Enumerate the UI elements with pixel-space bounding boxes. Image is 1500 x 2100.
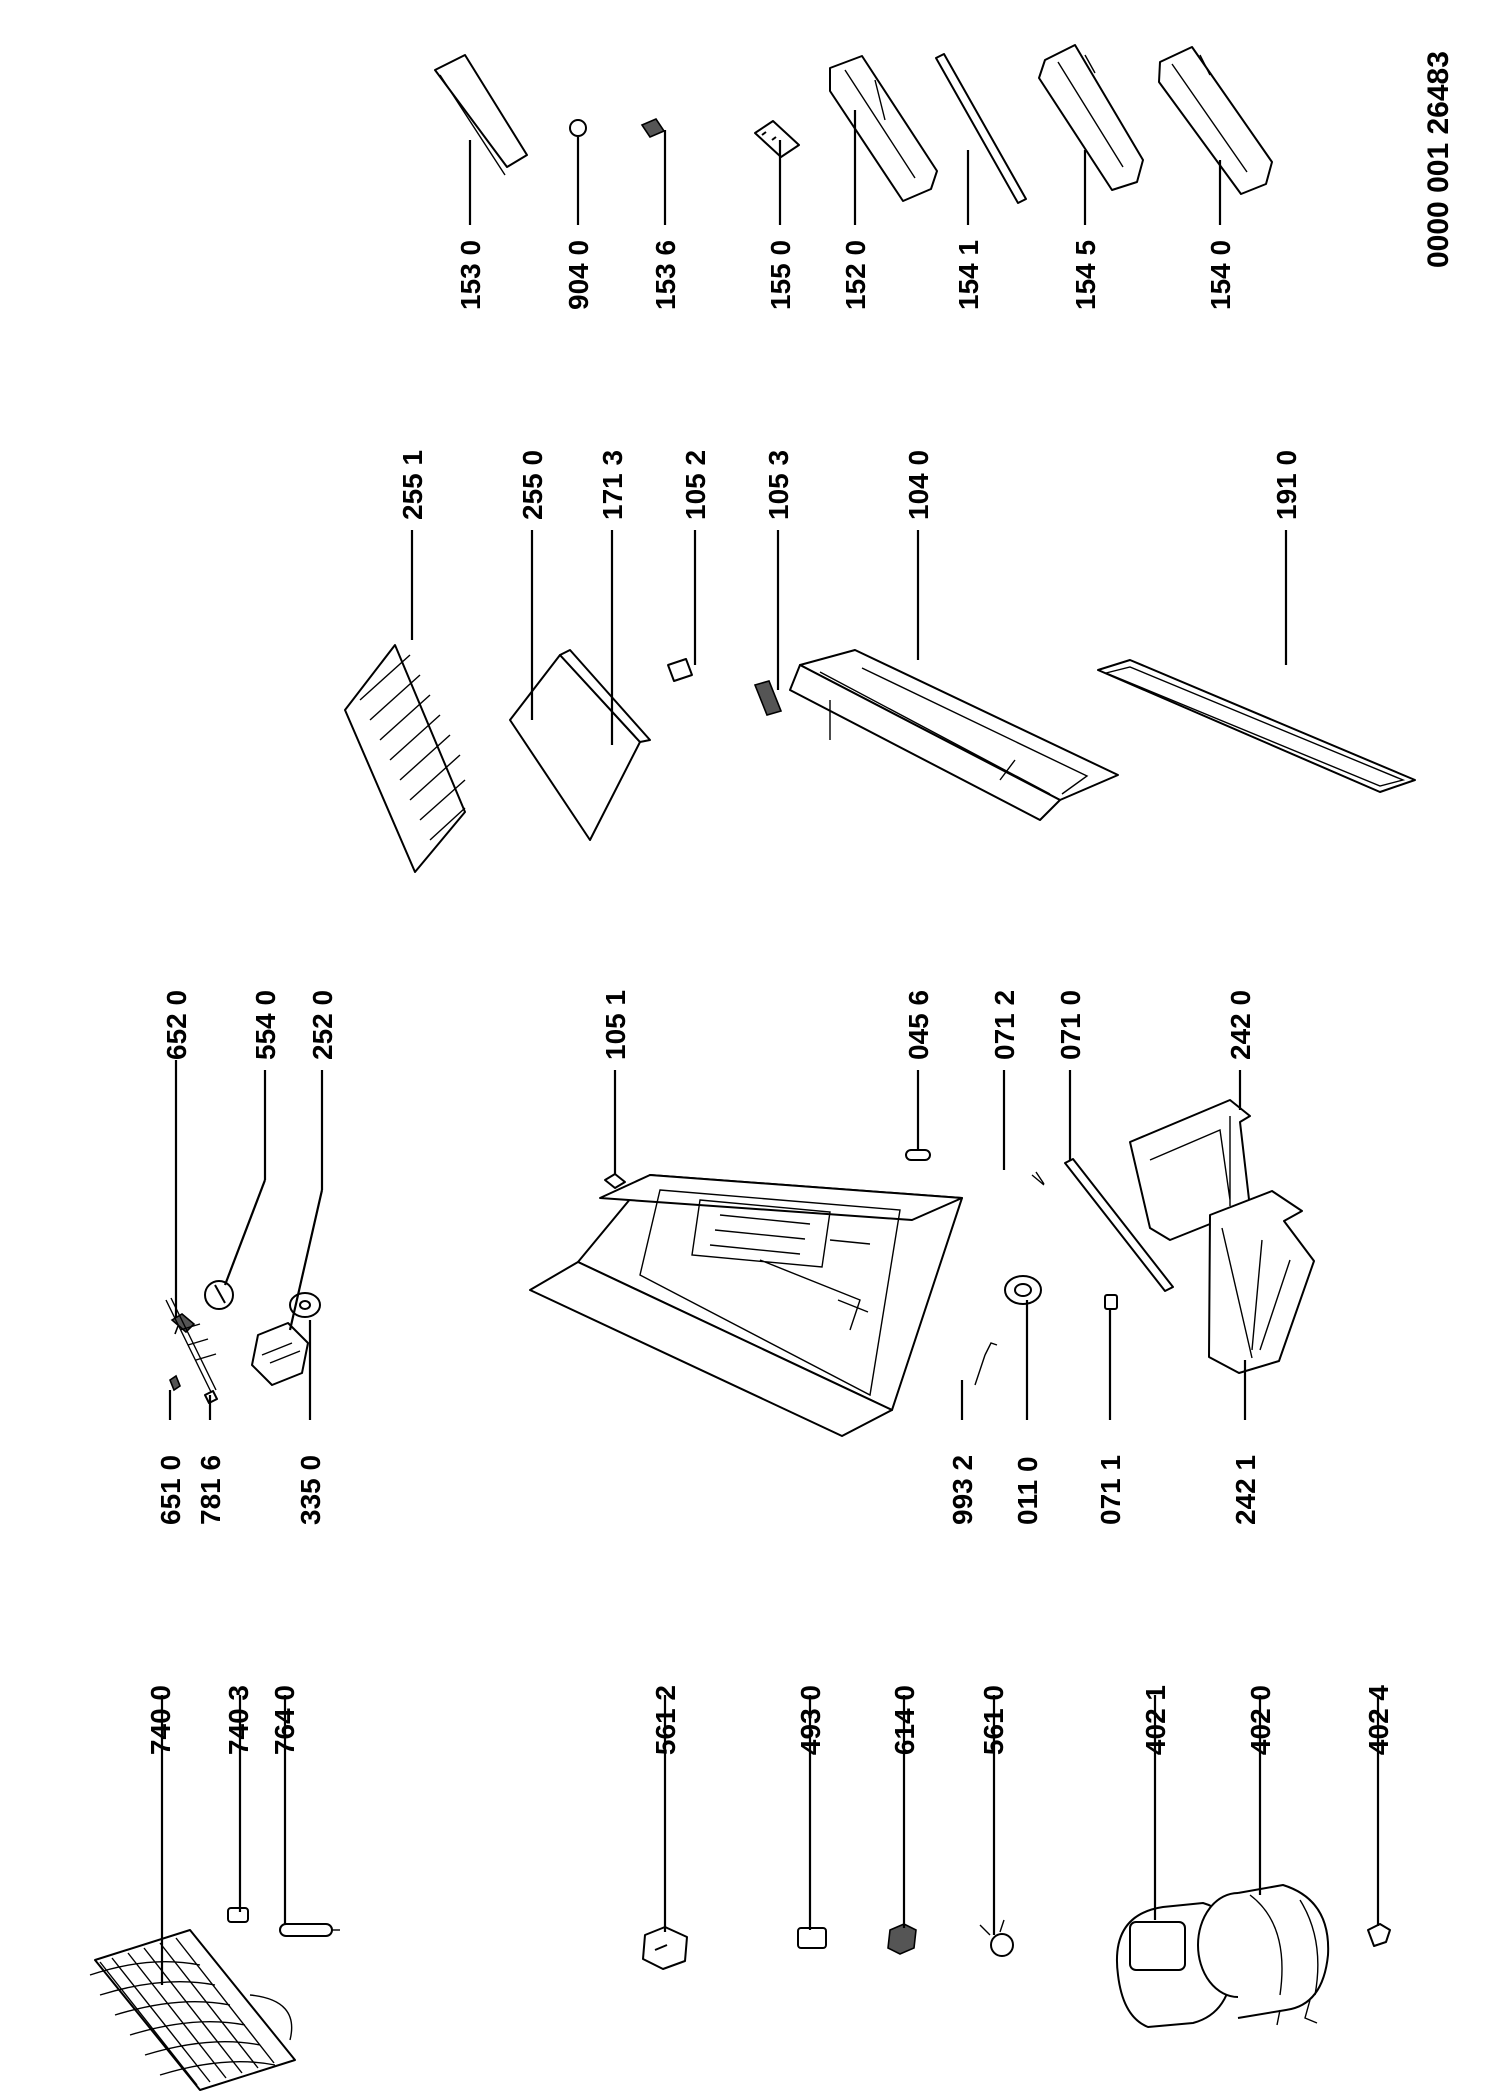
part-door-bin-mid-drawing [1038,44,1144,191]
label-561-2: 561 2 [650,1685,681,1755]
part-crisper-right-drawing [1129,1099,1251,1241]
part-knob-small-drawing [569,119,587,137]
label-155-0: 155 0 [765,240,796,310]
label-614-0: 614 0 [889,1685,920,1755]
part-crisper-left-drawing [1208,1190,1315,1374]
part-lamp-housing-drawing [251,1322,309,1386]
leader-lines [160,110,1380,1985]
part-sensor-drawing [169,1374,181,1392]
label-402-4: 402 4 [1363,1685,1394,1755]
part-relay-drawing [642,1926,688,1970]
label-011-0: 011 0 [1012,1456,1043,1525]
label-740-0: 740 0 [145,1685,176,1755]
part-drier-drawing [279,1923,340,1937]
part-fan-drawing [1004,1275,1042,1305]
document-id: 0000 001 26483 [1422,51,1455,268]
label-104-0: 104 0 [903,450,934,520]
part-connector-drawing [797,1927,827,1949]
label-335-0: 335 0 [295,1455,326,1525]
part-door-stop-drawing [640,118,666,138]
label-153-6: 153 6 [650,240,681,310]
label-252-0: 252 0 [307,990,338,1060]
label-255-1: 255 1 [397,450,428,520]
part-bracket-drawing [667,658,693,682]
label-904-0: 904 0 [563,240,594,310]
label-242-0: 242 0 [1225,990,1256,1060]
part-thermostat-knob-drawing [204,1280,234,1310]
label-071-2: 071 2 [989,990,1020,1060]
part-condenser-drawing [89,1929,296,2091]
part-flap-pin-drawing [1104,1294,1118,1310]
label-105-1: 105 1 [600,990,631,1060]
label-740-3: 740 3 [223,1685,254,1755]
label-255-0: 255 0 [517,450,548,520]
part-gasket-drawing [1097,659,1416,793]
part-cabinet-drawing [529,1174,963,1437]
part-bottle-bin-small-drawing [829,55,938,202]
label-152-0: 152 0 [840,240,871,310]
label-561-0: 561 0 [978,1685,1009,1755]
label-493-0: 493 0 [795,1685,826,1755]
part-egg-tray-drawing [754,120,800,158]
label-153-0: 153 0 [455,240,486,310]
part-hinge-pin-drawing [604,1173,626,1189]
label-154-5: 154 5 [1070,240,1101,310]
label-402-0: 402 0 [1245,1685,1276,1755]
label-105-2: 105 2 [680,450,711,520]
label-402-1: 402 1 [1140,1685,1171,1755]
part-door-drawing [789,649,1119,821]
part-dairy-cover-drawing [434,54,528,176]
part-glass-shelf-drawing [509,649,651,841]
label-154-0: 154 0 [1205,240,1236,310]
part-compressor-drawing [1116,1884,1330,2028]
label-105-3: 105 3 [763,450,794,520]
part-hinge-bracket-drawing [753,680,783,716]
part-overload-drawing [979,1919,1014,1957]
label-652-0: 652 0 [161,990,192,1060]
part-door-bin-large-drawing [1158,46,1273,195]
label-045-6: 045 6 [903,990,934,1060]
part-bottle-rail-drawing [935,53,1027,204]
part-cable-drawing [974,1342,998,1386]
label-764-0: 764 0 [269,1685,300,1755]
label-071-1: 071 1 [1095,1455,1126,1525]
label-171-3: 171 3 [597,450,628,520]
label-191-0: 191 0 [1271,450,1302,520]
part-screw-drawing [1031,1171,1045,1186]
part-clip-drawing [227,1907,249,1923]
part-grommet-drawing [1367,1923,1391,1947]
part-flap-drawing [1064,1158,1174,1292]
label-554-0: 554 0 [250,990,281,1060]
label-242-1: 242 1 [1230,1455,1261,1525]
part-thermostat-small-drawing [887,1923,917,1955]
label-154-1: 154 1 [953,240,984,310]
label-071-0: 071 0 [1055,990,1086,1060]
part-shelf-grid-drawing [344,644,466,873]
label-651-0: 651 0 [155,1455,186,1525]
label-781-6: 781 6 [195,1455,226,1525]
label-993-2: 993 2 [947,1455,978,1525]
part-bushing-drawing [905,1149,931,1161]
